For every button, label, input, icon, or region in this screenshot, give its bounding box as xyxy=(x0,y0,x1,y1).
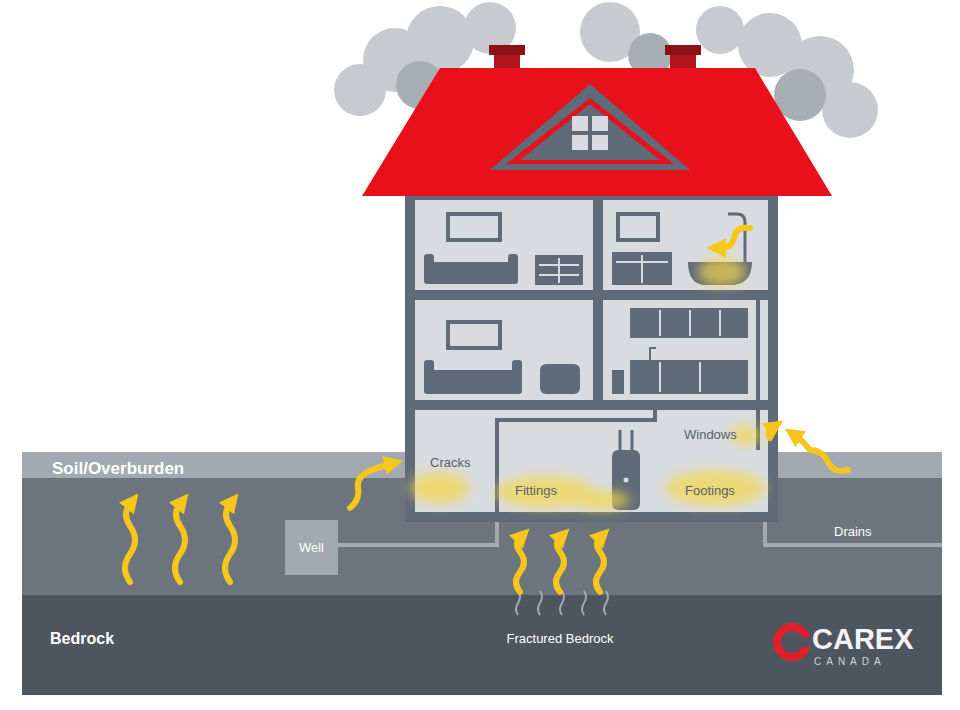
radon-arrow xyxy=(556,538,564,592)
entry-point-label: Footings xyxy=(685,484,735,498)
gas-wisps xyxy=(516,591,608,615)
roof xyxy=(362,68,832,196)
radon-glow xyxy=(410,258,765,510)
house xyxy=(405,190,778,522)
logo-subtitle: CANADA xyxy=(814,656,886,667)
entry-point-label: Fittings xyxy=(515,484,557,498)
entry-point-label: Cracks xyxy=(430,456,470,470)
radon-arrow xyxy=(596,538,604,592)
well-box: Well xyxy=(285,520,338,575)
radon-arrow xyxy=(768,428,772,438)
node-text: Well xyxy=(299,540,324,555)
bedrock-layer-label: Bedrock xyxy=(50,630,114,648)
radon-arrow xyxy=(225,504,235,582)
radon-arrow xyxy=(796,436,848,471)
carex-logo-mark xyxy=(777,627,812,657)
radon-arrows xyxy=(125,228,848,592)
radon-arrow xyxy=(720,228,750,248)
pipes xyxy=(338,518,942,545)
fractured-bedrock-label: Fractured Bedrock xyxy=(507,632,614,646)
radon-arrow xyxy=(350,464,390,508)
furniture xyxy=(424,214,752,510)
logo-wordmark: CAREX xyxy=(812,624,914,656)
radon-arrow xyxy=(175,504,185,582)
radon-arrow xyxy=(125,504,135,582)
soil-layer-label: Soil/Overburden xyxy=(52,460,184,479)
entry-point-label: Windows xyxy=(684,428,737,442)
radon-arrow xyxy=(516,538,524,592)
drains-label: Drains xyxy=(834,525,872,539)
